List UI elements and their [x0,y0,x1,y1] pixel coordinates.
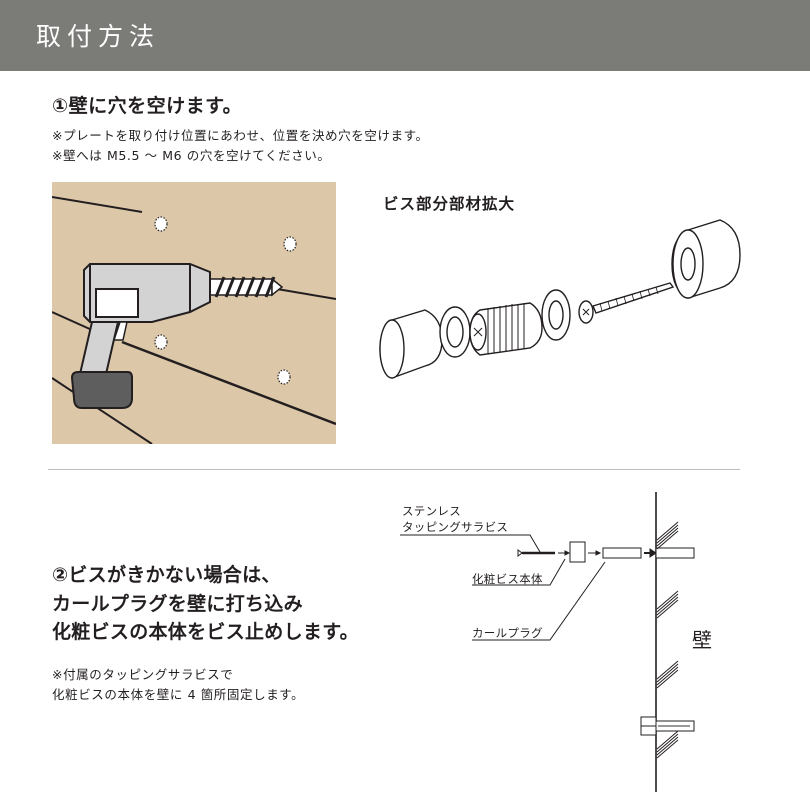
step2-title: ②ビスがきかない場合は、 カールプラグを壁に打ち込み 化粧ビスの本体をビス止めし… [52,561,359,647]
page-title: 取付方法 [36,22,161,51]
step2-title-line-3: 化粧ビスの本体をビス止めします。 [52,621,359,643]
step1-title: ①壁に穴を空けます。 [52,95,243,117]
section-divider [48,469,740,470]
step2-title-line-2: カールプラグを壁に打ち込み [52,592,303,615]
step2-notes: ※付属のタッピングサラビスで 化粧ビスの本体を壁に 4 箇所固定します。 [52,665,304,705]
label-tapping-screw: タッピングサラビス [402,520,509,534]
step1-note-2: ※壁へは M5.5 ～ M6 の穴を空けてください。 [52,148,331,163]
step2-note-1: ※付属のタッピングサラビスで [52,667,234,682]
parts-magnified-label: ビス部分部材拡大 [383,195,516,213]
step2-title-line-1: ②ビスがきかない場合は、 [52,564,281,586]
drill-illustration [52,182,336,444]
drill-icon [52,196,336,444]
plug-diagram [400,492,695,792]
label-plug: カールプラグ [472,626,543,640]
label-body: 化粧ビス本体 [472,572,543,586]
screw-parts-exploded-icon [379,219,741,379]
step1-note-1: ※プレートを取り付け位置にあわせ、位置を決め穴を空けます。 [52,128,429,143]
step2-note-2: 化粧ビスの本体を壁に 4 箇所固定します。 [52,687,305,702]
label-stainless: ステンレス [402,504,461,518]
label-wall: 壁 [692,628,712,652]
header-bar: 取付方法 [0,0,810,71]
